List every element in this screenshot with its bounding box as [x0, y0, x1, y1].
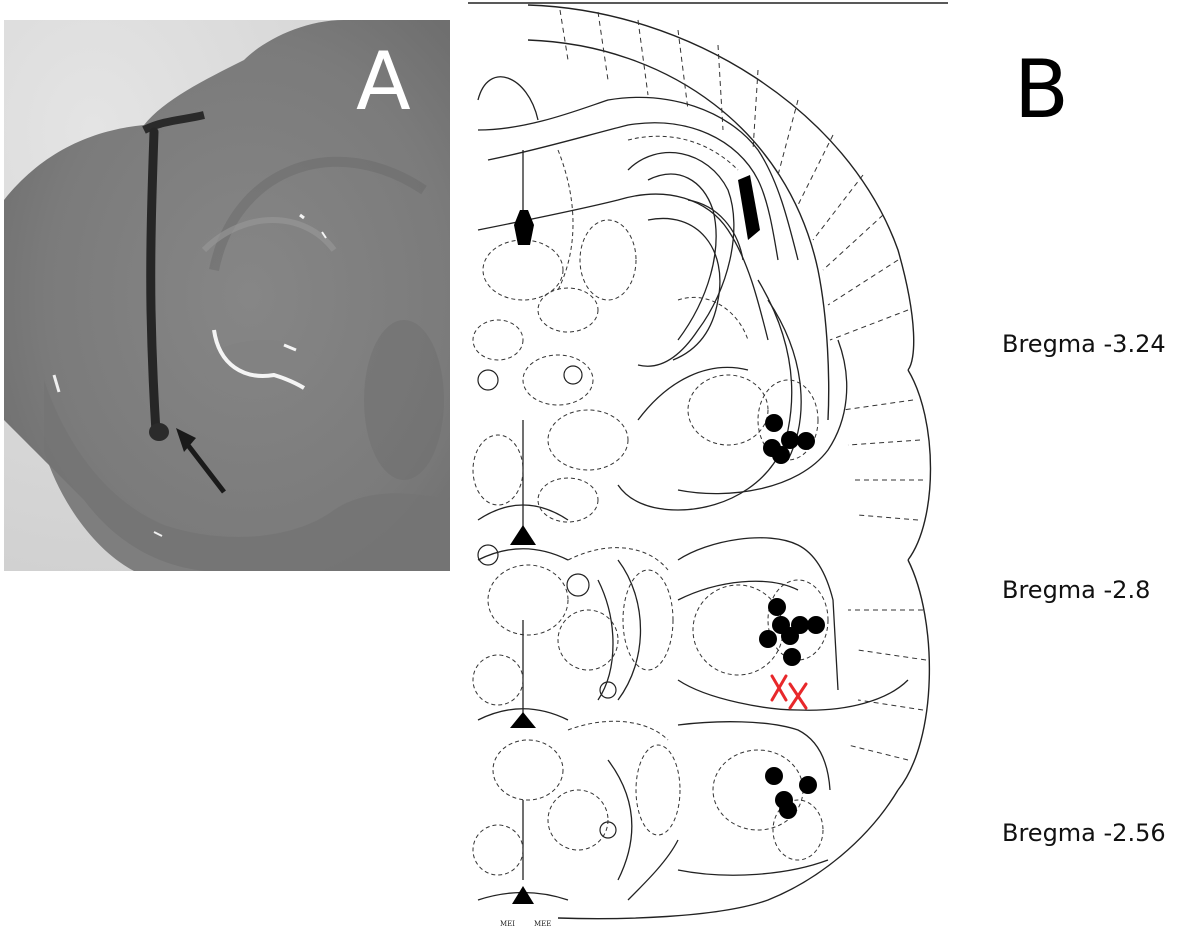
filled-circle-marker	[768, 598, 786, 616]
atlas-diagram-panel: MEI MEE	[468, 0, 948, 931]
filled-circle-marker	[781, 627, 799, 645]
atlas-label-mei: MEI	[500, 920, 515, 928]
filled-circle-marker	[765, 767, 783, 785]
lesion-markers-section-3	[765, 767, 817, 819]
panel-label-b: B	[1014, 50, 1069, 130]
atlas-drawing: MEI MEE	[468, 0, 948, 931]
atlas-label-mee: MEE	[534, 920, 551, 928]
histology-photo-panel: A	[4, 20, 450, 571]
filled-circle-marker	[799, 776, 817, 794]
filled-circle-marker	[807, 616, 825, 634]
filled-circle-marker	[772, 446, 790, 464]
miss-markers	[772, 676, 806, 708]
x-marker	[790, 684, 806, 708]
bregma-label-2: Bregma -2.8	[1002, 576, 1150, 604]
filled-circle-marker	[797, 432, 815, 450]
bregma-label-1: Bregma -3.24	[1002, 330, 1166, 358]
filled-circle-marker	[781, 431, 799, 449]
lesion-markers-section-2	[759, 598, 825, 666]
filled-circle-marker	[783, 648, 801, 666]
filled-circle-marker	[759, 630, 777, 648]
panel-label-a: A	[356, 42, 411, 122]
filled-circle-marker	[779, 801, 797, 819]
bregma-label-3: Bregma -2.56	[1002, 819, 1166, 847]
x-marker	[772, 676, 786, 700]
filled-circle-marker	[765, 414, 783, 432]
